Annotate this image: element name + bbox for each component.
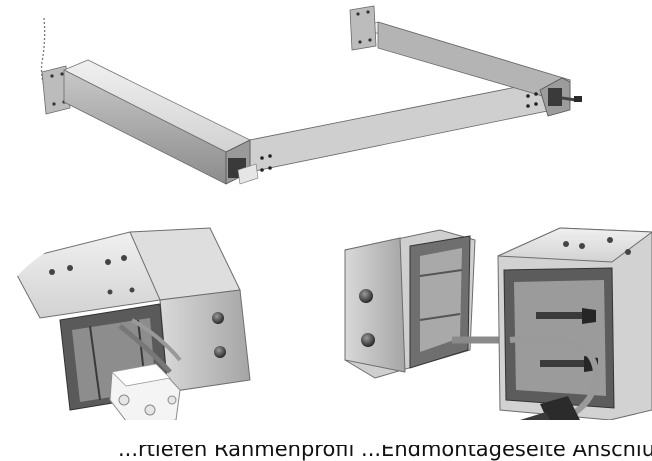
frame-illustration <box>40 5 582 185</box>
corner-detail-junction-box <box>0 218 260 420</box>
corner-detail-cable-connector <box>340 225 652 420</box>
plug-connector <box>520 396 580 420</box>
bolt-upper <box>536 308 596 324</box>
figure-caption: ...rtiefen Rahmenprofil ...Endmontagesei… <box>118 437 652 461</box>
